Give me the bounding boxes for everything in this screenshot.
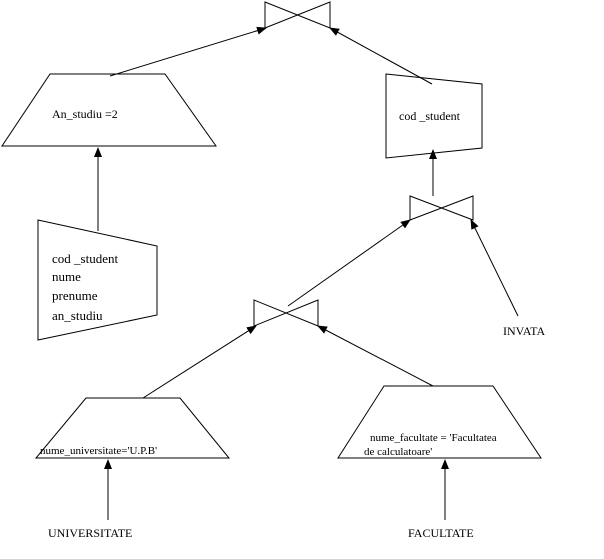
selection-university-label: nume_universitate='U.P.B'	[40, 445, 157, 457]
arrow-join-bottom-to-join-middle	[287, 219, 411, 307]
join-middle-symbol	[409, 195, 474, 221]
student-attr-an-studiu: an_studiu	[52, 308, 103, 323]
selection-faculty-label-line2: de calculatoare'	[364, 446, 432, 458]
arrow-university-to-join-bottom	[142, 325, 257, 399]
projection-student-shape	[37, 219, 158, 341]
arrow-projection-to-join-top	[329, 27, 433, 85]
selection-year-label: An_studiu =2	[52, 107, 118, 121]
relation-universitate-label: UNIVERSITATE	[48, 526, 132, 540]
selection-faculty-label-line1: nume_facultate = 'Facultatea	[370, 432, 497, 444]
arrow-invata-to-join-middle	[470, 219, 519, 317]
join-bottom-symbol	[253, 299, 319, 327]
projection-top-label: cod _student	[399, 109, 461, 123]
relation-invata-label: INVATA	[503, 324, 545, 338]
join-top-symbol	[264, 1, 331, 29]
student-attr-cod: cod _student	[52, 251, 118, 266]
projection-top-shape	[385, 73, 483, 159]
student-attr-prenume: prenume	[52, 288, 98, 303]
selection-year-shape	[1, 73, 217, 147]
arrow-faculty-to-join-bottom	[317, 325, 434, 387]
student-attr-nume: nume	[52, 269, 81, 284]
selection-faculty-shape	[337, 385, 542, 459]
arrow-year-to-join-top	[109, 26, 267, 77]
selection-university-shape	[34, 397, 231, 459]
relation-facultate-label: FACULTATE	[408, 526, 474, 540]
